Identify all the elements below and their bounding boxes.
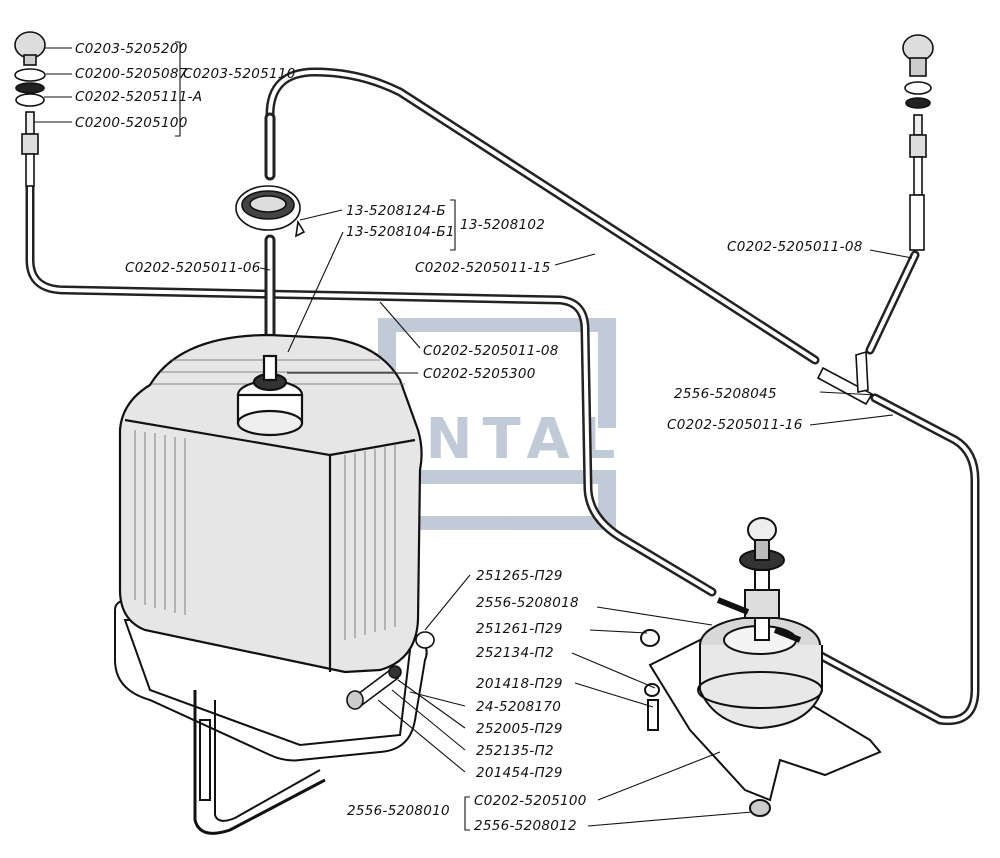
- callout-251265-p29: 251265-П29: [476, 568, 563, 584]
- callout-co202-5205011-06: C0202-5205011-06: [125, 260, 261, 276]
- callout-252134-p2: 252134-П2: [476, 645, 554, 661]
- right-nozzle-assembly: [902, 34, 934, 251]
- callout-13-5208104-b1: 13-5208104-Б1: [346, 224, 455, 240]
- callout-2556-5208045: 2556-5208045: [674, 386, 777, 402]
- callout-co202-5205300: C0202-5205300: [423, 366, 536, 382]
- callout-co202-5205100: C0202-5205100: [474, 793, 587, 809]
- washer-tank: [118, 333, 423, 674]
- callout-co200-5205100: C0200-5205100: [75, 115, 188, 131]
- tee-fitting: [816, 350, 874, 406]
- filter-gear: [235, 185, 306, 238]
- hose-right-loop: [805, 393, 980, 726]
- callout-201454-p29: 201454-П29: [476, 765, 563, 781]
- left-nozzle-assembly: [14, 31, 46, 187]
- callout-co203-5205200: C0203-5205200: [75, 41, 188, 57]
- callout-co202-5205111-a: C0202-5205111-A: [75, 89, 202, 105]
- callout-2556-5208018: 2556-5208018: [476, 595, 579, 611]
- callout-co202-5205011-16: C0202-5205011-16: [667, 417, 803, 433]
- callout-co203-5205110: C0203-5205110: [183, 66, 296, 82]
- callout-24-5208170: 24-5208170: [476, 699, 561, 715]
- tank-fasteners: [346, 631, 435, 710]
- callout-2556-5208012: 2556-5208012: [474, 818, 577, 834]
- callout-251261-p29: 251261-П29: [476, 621, 563, 637]
- callout-252135-p2: 252135-П2: [476, 743, 554, 759]
- leader-lines: [34, 41, 913, 831]
- callout-co202-5205011-08-right: C0202-5205011-08: [727, 239, 863, 255]
- callout-252005-p29: 252005-П29: [476, 721, 563, 737]
- callout-co200-5205087: C0200-5205087: [75, 66, 188, 82]
- washer-pump: [640, 517, 882, 817]
- callout-co202-5205011-08-mid: C0202-5205011-08: [423, 343, 559, 359]
- callout-13-5208124-b: 13-5208124-Б: [346, 203, 446, 219]
- callout-2556-5208010: 2556-5208010: [347, 803, 450, 819]
- callout-labels: C0203-5205200 C0200-5205087 C0203-520511…: [75, 41, 863, 834]
- callout-co202-5205011-15: C0202-5205011-15: [415, 260, 551, 276]
- callout-201418-p29: 201418-П29: [476, 676, 563, 692]
- callout-13-5208102: 13-5208102: [460, 217, 545, 233]
